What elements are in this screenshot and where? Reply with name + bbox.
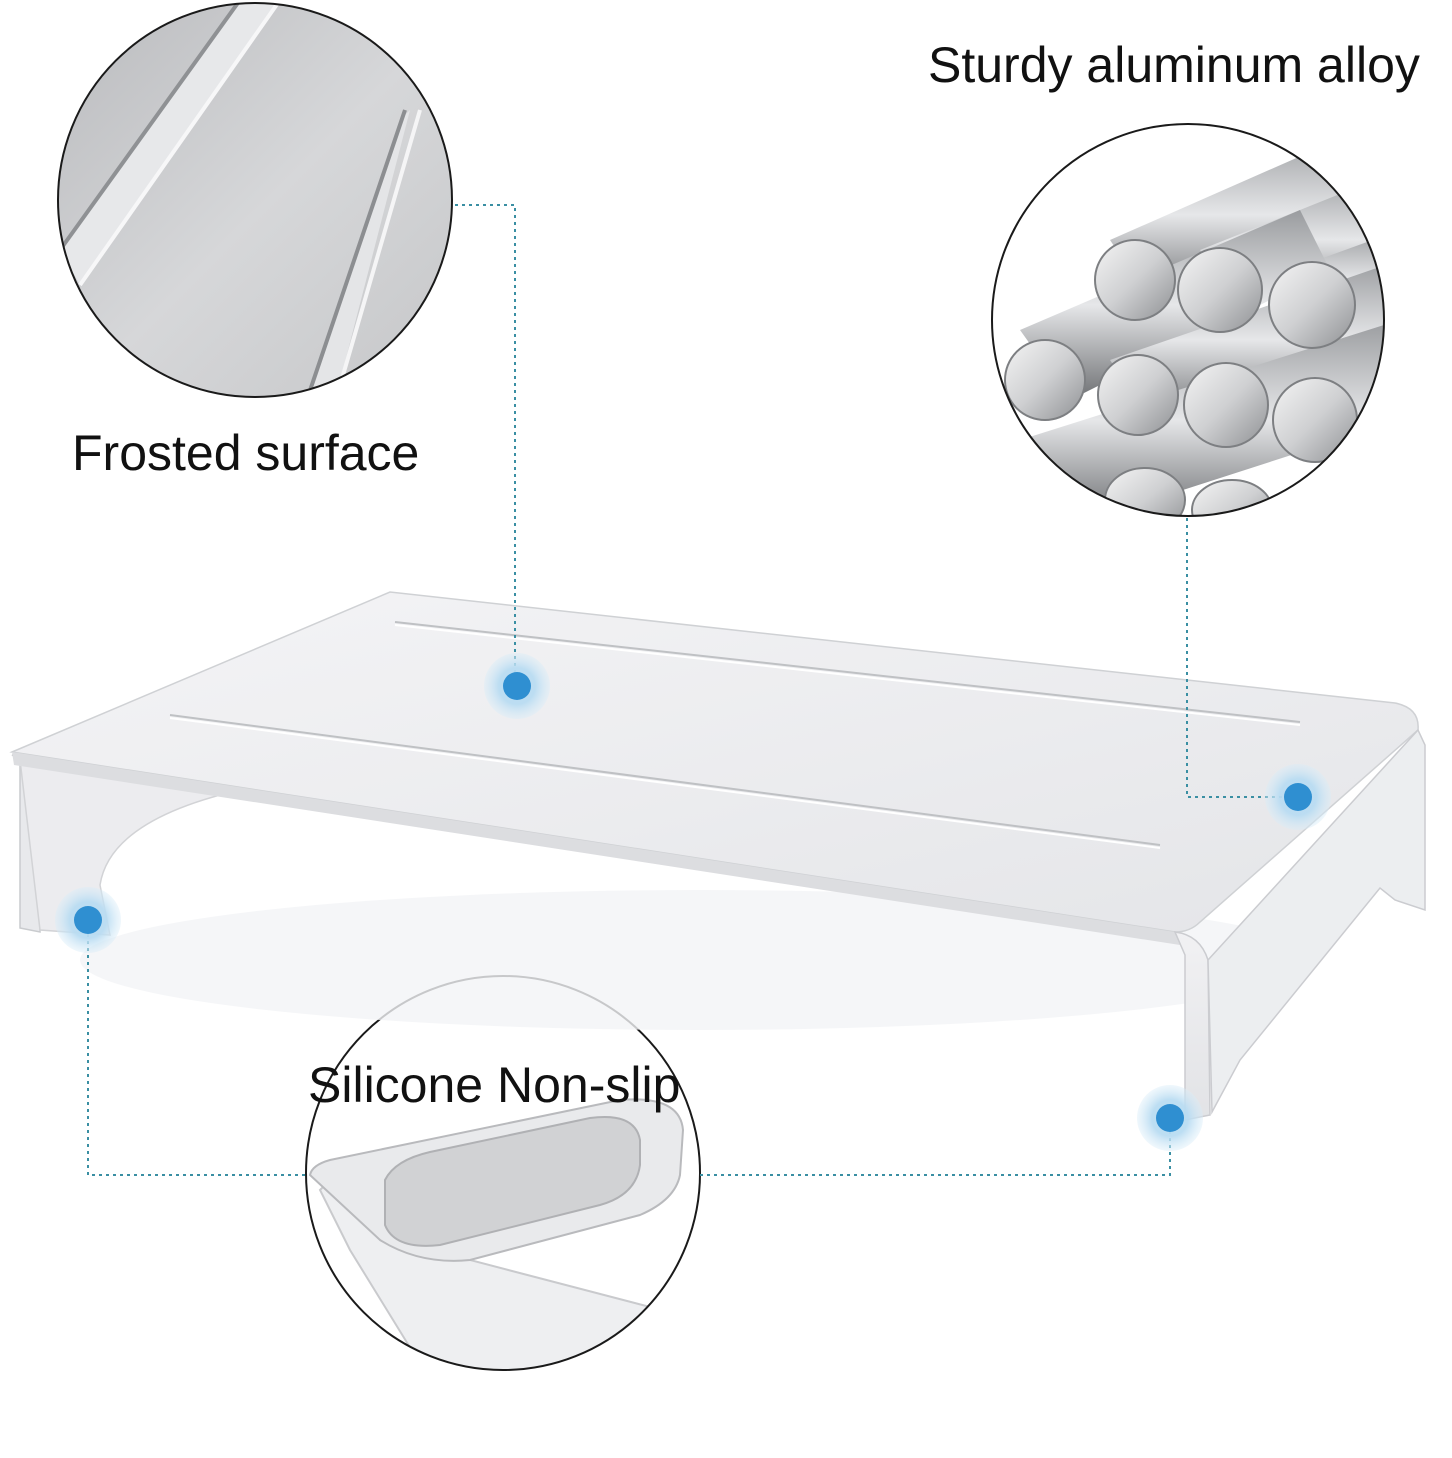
hotspot-frosted [484, 653, 550, 719]
hotspot-silicone-left [55, 887, 121, 953]
leader-line-silicone-right [700, 1118, 1171, 1176]
leader-line-frosted [455, 204, 516, 686]
frosted-surface-label: Frosted surface [72, 425, 420, 481]
leader-line-alloy [1186, 518, 1298, 798]
hotspot-silicone-right [1137, 1085, 1203, 1151]
leader-lines [87, 204, 1298, 1176]
monitor-stand-product [9, 591, 1426, 1121]
leader-line-silicone-left [87, 920, 305, 1176]
silicone-nonslip-label: Silicone Non-slip [308, 1057, 681, 1113]
hotspot-alloy [1265, 764, 1331, 830]
aluminum-alloy-label: Sturdy aluminum alloy [928, 37, 1420, 93]
silicone-pad-zoom-icon [305, 975, 701, 1371]
aluminum-rods-zoom-icon [991, 123, 1385, 517]
frosted-surface-zoom-icon [57, 2, 453, 398]
